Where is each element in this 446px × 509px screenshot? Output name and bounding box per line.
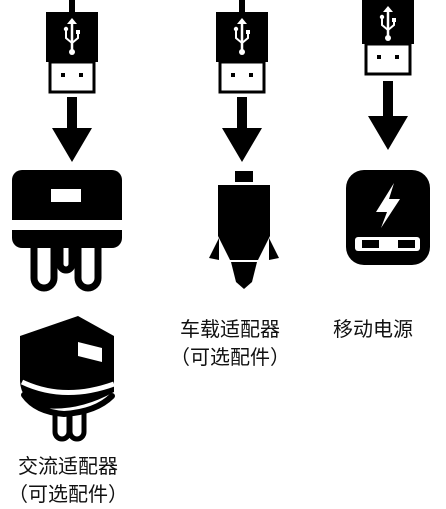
arrow-down-icon-right: [368, 81, 408, 150]
power-bank-name: 移动电源: [333, 317, 413, 341]
car-adapter-name: 车载适配器: [180, 317, 280, 341]
usb-cable-middle: [216, 0, 268, 94]
power-bank-label: 移动电源: [333, 315, 413, 343]
usb-cable-left: [46, 0, 98, 94]
ac-adapter-name: 交流适配器: [18, 454, 118, 478]
usb-cable-right: [362, 0, 414, 76]
car-adapter-label: 车载适配器 （可选配件）: [170, 315, 290, 371]
ac-adapter-label: 交流适配器 （可选配件）: [8, 452, 128, 508]
car-adapter-icon: [209, 171, 279, 289]
usb-symbol-icon: [233, 18, 250, 55]
ac-adapter-note: （可选配件）: [8, 482, 128, 506]
ac-adapter-icon: [20, 316, 115, 442]
wall-adapter-icon: [12, 170, 122, 292]
usb-symbol-icon: [379, 6, 396, 41]
usb-symbol-icon: [63, 18, 80, 55]
arrow-down-icon-middle: [222, 97, 262, 162]
car-adapter-note: （可选配件）: [170, 345, 290, 369]
arrow-down-icon-left: [52, 97, 92, 162]
lightning-icon: [376, 183, 400, 228]
power-bank-icon: [346, 170, 430, 265]
